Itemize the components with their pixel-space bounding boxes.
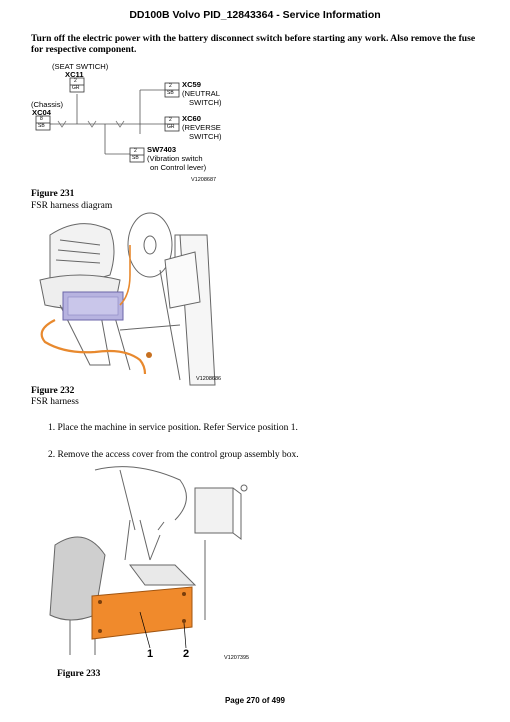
- xc60-desc-1: (REVERSE: [182, 123, 221, 132]
- xc04-label: XC04: [32, 108, 51, 117]
- callout-1: 1: [147, 648, 154, 660]
- xc11-label: XC11: [65, 70, 84, 79]
- xc04-pins: 8: [40, 116, 43, 122]
- page-footer: Page 270 of 499: [224, 696, 286, 705]
- figure-232-caption: FSR harness: [31, 397, 79, 407]
- xc60-desc-2: SWITCH): [189, 132, 222, 141]
- xc04-color: SB: [38, 123, 45, 129]
- chassis-label: (Chassis): [31, 100, 64, 109]
- xc11-color: GR: [72, 85, 80, 91]
- callout-2: 2: [183, 648, 190, 660]
- step-1: 1. Place the machine in service position…: [48, 423, 298, 433]
- step-2: 2. Remove the access cover from the cont…: [48, 450, 299, 460]
- xc11-pins: 2: [74, 78, 77, 84]
- xc59-color: SB: [167, 90, 174, 96]
- xc59-desc-1: (NEUTRAL: [182, 89, 220, 98]
- sw7403-color: SB: [132, 155, 139, 161]
- diagram-ref: V1208687: [191, 177, 217, 183]
- figure-231-caption: FSR harness diagram: [31, 201, 113, 211]
- sw7403-desc-2: on Control lever): [150, 163, 207, 172]
- page-header: DD100B Volvo PID_12843364 - Service Info…: [129, 9, 381, 21]
- figure-232-ref: V1208686: [196, 376, 222, 382]
- xc60-label: XC60: [182, 114, 201, 123]
- figure-231-title: Figure 231: [31, 189, 75, 199]
- figure-232-title: Figure 232: [31, 386, 75, 396]
- xc60-color: GR: [167, 124, 175, 130]
- sw7403-label: SW7403: [147, 145, 177, 154]
- xc60-pins: 2: [169, 117, 172, 123]
- sw7403-desc-1: (Vibration switch: [147, 154, 203, 163]
- sw7403-pins: 2: [134, 148, 137, 154]
- warning-text: Turn off the electric power with the bat…: [31, 33, 476, 55]
- xc59-pins: 2: [169, 83, 172, 89]
- figure-233-ref: V1207395: [224, 655, 250, 661]
- figure-233-title: Figure 233: [57, 669, 101, 679]
- seat-switch-label: (SEAT SWTICH): [52, 62, 109, 71]
- xc59-desc-2: SWITCH): [189, 98, 222, 107]
- xc59-label: XC59: [182, 80, 201, 89]
